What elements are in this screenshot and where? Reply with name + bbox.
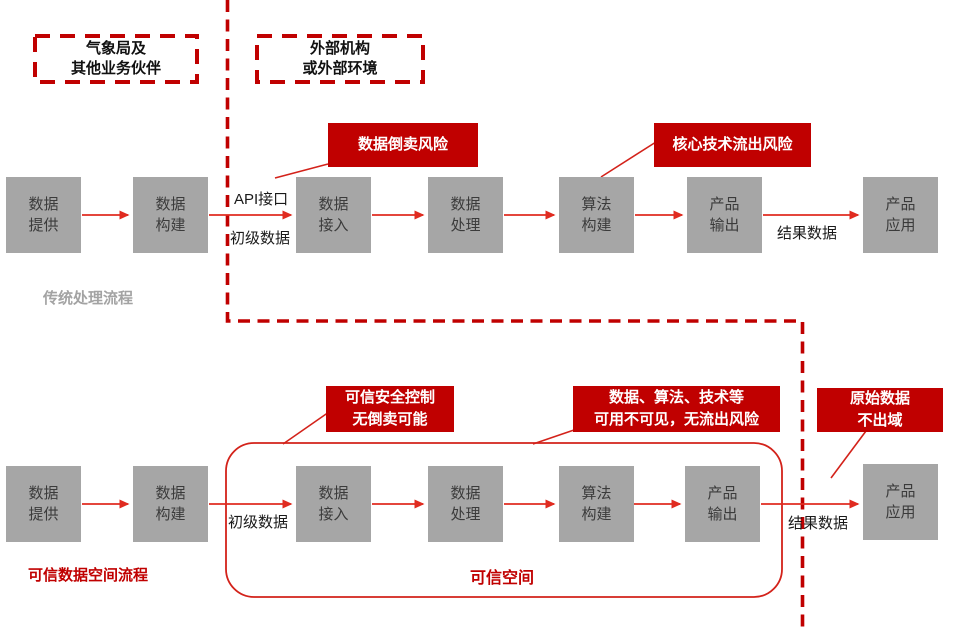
benefit-badge-1-connector <box>282 411 330 445</box>
benefit-badge-3-connector <box>830 430 867 479</box>
benefit-badge-2-connector <box>532 429 575 445</box>
partner-box-2-border <box>255 34 425 84</box>
trusted-space-outline <box>225 442 783 598</box>
risk-badge-2-connector <box>600 141 657 178</box>
boundary-dashed-line <box>225 0 805 632</box>
risk-badge-1-connector <box>274 163 329 179</box>
partner-box-1-border <box>33 34 199 84</box>
